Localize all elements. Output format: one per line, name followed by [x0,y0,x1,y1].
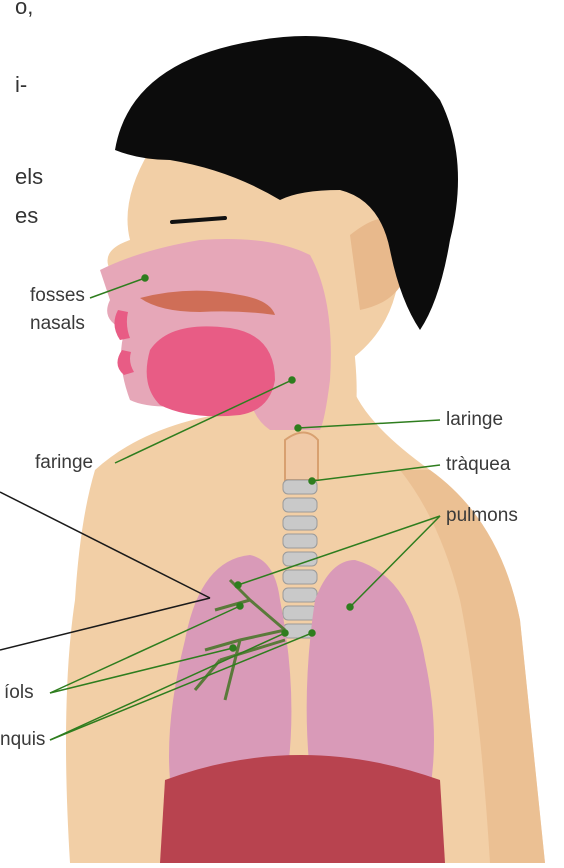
label-nasals: nasals [30,312,85,336]
paragraph-fragment: els [15,164,43,190]
label-laringe: laringe [446,408,503,432]
paragraph-fragment: es [15,203,38,229]
diaphragm [160,755,445,863]
label-traquea: tràquea [446,453,510,477]
label-bronquis: nquis [0,728,45,752]
tongue [147,326,275,416]
paragraph-fragment: i- [15,72,27,98]
label-fosses: fosses [30,284,85,308]
label-faringe: faringe [35,451,93,475]
label-bronquiols: íols [4,681,34,705]
larynx [285,433,318,481]
paragraph-fragment: o, [15,0,33,20]
label-pulmons: pulmons [446,504,518,528]
